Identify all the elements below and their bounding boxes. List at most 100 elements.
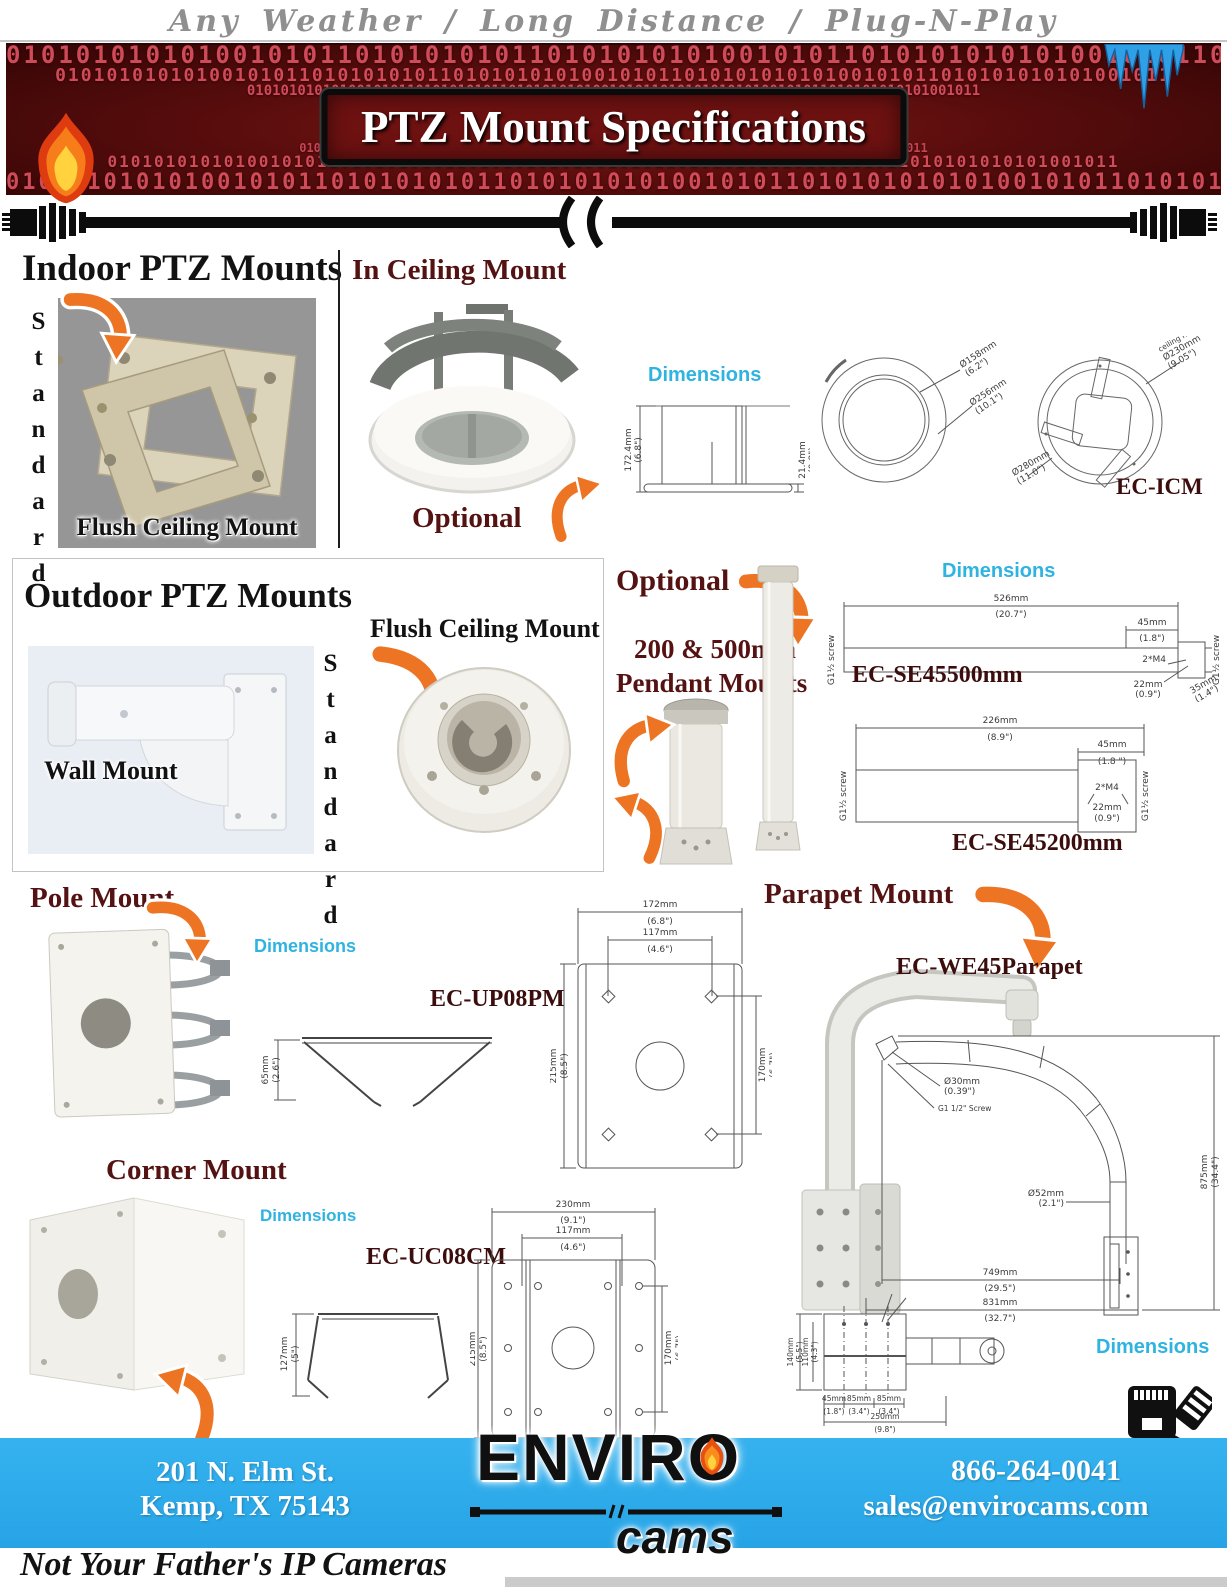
svg-text:(1.8"): (1.8") bbox=[823, 1407, 844, 1416]
svg-text:85mm: 85mm bbox=[847, 1394, 871, 1403]
svg-text:117mm: 117mm bbox=[556, 1226, 591, 1236]
optional-arrow-icon bbox=[541, 470, 613, 542]
svg-text:172mm: 172mm bbox=[643, 900, 678, 910]
svg-text:45mm: 45mm bbox=[822, 1394, 846, 1403]
ec-we45parapet-model-label: EC-WE45Parapet bbox=[896, 954, 1083, 980]
pendant-short-arrow-icon bbox=[606, 710, 683, 787]
svg-text:45mm: 45mm bbox=[1138, 618, 1167, 628]
svg-text:831mm: 831mm bbox=[983, 1298, 1018, 1308]
svg-text:(6.7"): (6.7") bbox=[769, 1052, 772, 1077]
logo-flame-icon bbox=[700, 1437, 724, 1475]
corner-plate-diagram: 230mm (9.1") 117mm (4.6") 215mm(8.5") 17… bbox=[470, 1200, 678, 1439]
in-ceiling-heading: In Ceiling Mount bbox=[352, 254, 567, 286]
parapet-mount-photo bbox=[766, 894, 1068, 1315]
svg-text:875mm: 875mm bbox=[1200, 1155, 1210, 1190]
parapet-mount-heading: Parapet Mount bbox=[764, 878, 954, 910]
corner-dimensions-label: Dimensions bbox=[260, 1206, 357, 1225]
svg-text:226mm: 226mm bbox=[983, 716, 1018, 726]
binary-row: 0101010101010010101101010101011010101010… bbox=[6, 170, 1221, 195]
svg-text:(29.5"): (29.5") bbox=[984, 1284, 1015, 1294]
footer-email: sales@envirocams.com bbox=[863, 1490, 1149, 1522]
footer-address-line1: 201 N. Elm St. bbox=[155, 1456, 335, 1488]
svg-text:(6.8"): (6.8") bbox=[647, 917, 672, 927]
svg-text:(5.5"): (5.5") bbox=[795, 1341, 804, 1362]
svg-text:(8.5"): (8.5") bbox=[560, 1053, 570, 1078]
svg-text:(5"): (5") bbox=[291, 1346, 301, 1363]
outdoor-flush-heading: Flush Ceiling Mount bbox=[370, 614, 600, 643]
logo-letter-o: O bbox=[688, 1420, 741, 1494]
svg-text:(3.4"): (3.4") bbox=[878, 1407, 899, 1416]
pendant-optional-label: Optional bbox=[616, 564, 730, 597]
svg-text:215mm: 215mm bbox=[470, 1332, 478, 1367]
svg-text:(4.6"): (4.6") bbox=[647, 945, 672, 955]
corner-mount-photo bbox=[16, 1186, 254, 1404]
svg-text:(1.8"): (1.8") bbox=[1139, 634, 1164, 644]
indoor-section-divider bbox=[338, 250, 340, 548]
svg-text:22mm: 22mm bbox=[1093, 803, 1122, 813]
svg-text:G1½ screw: G1½ screw bbox=[839, 771, 849, 821]
in-ceiling-front-diagram: Ø158mm(6.2") Ø256mm(10.1") bbox=[821, 342, 1008, 483]
pendant-dimensions-label: Dimensions bbox=[942, 560, 1056, 582]
svg-text:(1.8 "): (1.8 ") bbox=[1098, 757, 1126, 767]
svg-text:(34.4"): (34.4") bbox=[1211, 1156, 1221, 1187]
pole-mount-photo bbox=[36, 918, 240, 1130]
svg-text:117mm: 117mm bbox=[643, 928, 678, 938]
svg-text:(0.8"): (0.8") bbox=[808, 447, 810, 472]
svg-text:22mm: 22mm bbox=[1134, 680, 1163, 690]
outdoor-section-heading: Outdoor PTZ Mounts bbox=[24, 576, 353, 615]
pole-plate-diagram: 172mm (6.8") 117mm (4.6") 215mm(8.5") 17… bbox=[550, 900, 772, 1169]
parapet-diagram: Ø30mm(0.39") G1 1/2" Screw Ø52mm (2.1") … bbox=[865, 1035, 1221, 1324]
page-title-box: PTZ Mount Specifications bbox=[320, 89, 907, 165]
svg-text:110mm: 110mm bbox=[801, 1338, 810, 1367]
svg-text:170mm: 170mm bbox=[758, 1048, 768, 1083]
svg-text:(4.6"): (4.6") bbox=[560, 1243, 585, 1253]
binary-row: 0101010101010010101101010101011010101010… bbox=[55, 65, 1172, 86]
svg-text:(6.8"): (6.8") bbox=[634, 437, 644, 462]
logo-cable-graphic bbox=[470, 1504, 782, 1519]
svg-text:526mm: 526mm bbox=[994, 594, 1029, 604]
svg-text:749mm: 749mm bbox=[983, 1268, 1018, 1278]
svg-text:170mm: 170mm bbox=[664, 1331, 674, 1366]
indoor-flush-mount-photo: Flush Ceiling Mount bbox=[53, 298, 316, 548]
in-ceiling-dimensions-label: Dimensions bbox=[648, 364, 762, 386]
footer-bar bbox=[0, 1438, 1227, 1548]
svg-text:85mm: 85mm bbox=[877, 1394, 901, 1403]
logo-text-cams: cams bbox=[616, 1511, 734, 1563]
corner-top-diagram: 127mm(5") bbox=[280, 1313, 449, 1399]
svg-text:45mm: 45mm bbox=[1098, 740, 1127, 750]
flush-ceiling-mount-label: Flush Ceiling Mount bbox=[76, 514, 298, 541]
flame-icon bbox=[38, 112, 94, 204]
in-ceiling-mount-photo bbox=[346, 290, 598, 502]
footer-address-line2: Kemp, TX 75143 bbox=[140, 1490, 350, 1522]
header-divider bbox=[0, 40, 1227, 42]
pendant-200-diagram: 226mm (8.9") 45mm (1.8 ") 2*M4 22mm (0.9… bbox=[839, 716, 1151, 833]
svg-text:G1½ screw: G1½ screw bbox=[1141, 771, 1151, 821]
title-banner: 0101010101010010101101010101011010101010… bbox=[6, 43, 1221, 195]
svg-text:(0.9"): (0.9") bbox=[1094, 814, 1119, 824]
svg-text:(6.7"): (6.7") bbox=[675, 1335, 678, 1360]
indoor-section-heading: Indoor PTZ Mounts bbox=[22, 248, 343, 289]
svg-text:230mm: 230mm bbox=[556, 1200, 591, 1210]
footer-slogan: Not Your Father's IP Cameras bbox=[20, 1546, 447, 1583]
svg-text:172.4mm: 172.4mm bbox=[624, 428, 634, 471]
svg-text:(9.8"): (9.8") bbox=[874, 1425, 895, 1434]
svg-text:Ø30mm: Ø30mm bbox=[944, 1076, 980, 1087]
svg-text:(9.1"): (9.1") bbox=[560, 1216, 585, 1226]
svg-text:(8.9"): (8.9") bbox=[987, 733, 1012, 743]
svg-text:G1 1/2" Screw: G1 1/2" Screw bbox=[938, 1104, 991, 1113]
pendant-500-photo bbox=[752, 560, 804, 858]
wall-mount-photo bbox=[28, 646, 314, 854]
footer-phone: 866-264-0041 bbox=[951, 1454, 1121, 1487]
pole-side-diagram: 65mm(2.6") bbox=[261, 1037, 492, 1107]
icicles-icon bbox=[1104, 44, 1184, 109]
outdoor-flush-mount-photo bbox=[392, 658, 576, 836]
corner-mount-arrow-icon bbox=[140, 1358, 228, 1446]
svg-text:21.4mm: 21.4mm bbox=[798, 441, 808, 479]
ethernet-cable-divider bbox=[2, 196, 1217, 248]
indoor-standard-label: Standard bbox=[25, 308, 52, 596]
pendant-500-diagram: 526mm (20.7") 45mm (1.8") 2*M4 22mm (0.9… bbox=[827, 594, 1222, 702]
pole-mount-arrow-icon bbox=[143, 895, 218, 970]
svg-text:140mm: 140mm bbox=[786, 1338, 795, 1367]
svg-text:(4.3"): (4.3") bbox=[810, 1341, 819, 1362]
